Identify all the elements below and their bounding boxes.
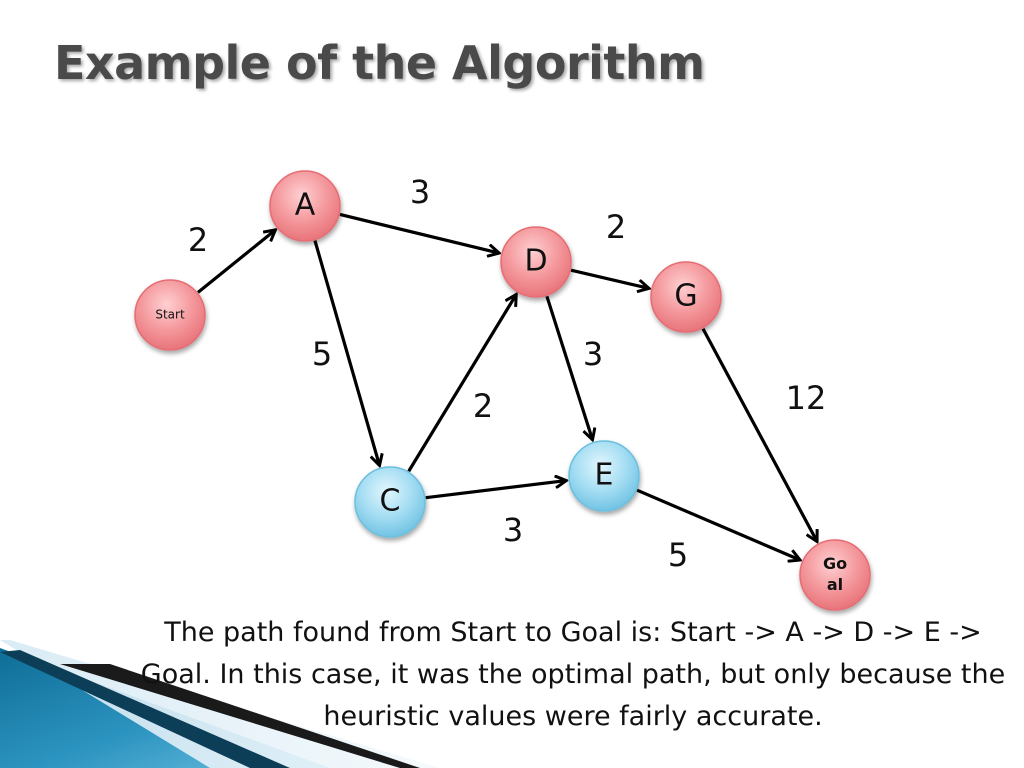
node-c: C	[354, 466, 426, 538]
edge-weight-start-a: 2	[188, 221, 208, 259]
graph-edges	[197, 212, 817, 560]
node-label: Go al	[823, 554, 847, 594]
decorative-corner-swoosh	[0, 640, 440, 768]
edge-a-to-d	[339, 212, 499, 253]
node-label: A	[295, 188, 316, 223]
node-label-line: al	[827, 575, 843, 594]
node-label-line: Go	[823, 554, 847, 573]
node-circle	[134, 279, 206, 351]
slide-title: Example of the Algorithm	[54, 36, 705, 90]
node-circle	[568, 440, 640, 512]
edge-c-to-e	[425, 481, 567, 500]
node-label: C	[380, 484, 401, 519]
node-circle	[799, 539, 871, 611]
node-circle	[650, 261, 722, 333]
edge-d-to-g	[570, 268, 649, 288]
node-label: E	[595, 458, 614, 493]
node-a: A	[269, 170, 341, 242]
edge-weight-e-goal: 5	[668, 536, 688, 574]
node-goal: Go al	[799, 539, 871, 611]
edge-c-to-d	[407, 294, 517, 473]
edge-weight-c-d: 2	[473, 387, 493, 425]
edge-weight-a-d: 3	[410, 173, 430, 211]
node-label: G	[674, 279, 697, 314]
edge-weight-a-c: 5	[312, 335, 332, 373]
slide-caption: The path found from Start to Goal is: St…	[140, 617, 1006, 732]
node-label: Start	[155, 308, 185, 322]
node-circle	[500, 226, 572, 298]
edge-g-to-goal	[701, 327, 817, 542]
edge-a-to-c	[313, 240, 380, 466]
node-start: Start	[134, 279, 206, 351]
edge-weight-d-g: 2	[606, 208, 626, 246]
edge-start-to-a	[197, 230, 275, 294]
edge-weight-d-e: 3	[583, 335, 603, 373]
edge-weight-c-e: 3	[503, 511, 523, 549]
node-e: E	[568, 440, 640, 512]
edge-weight-labels: 2 3 5 2 3 2 3 12 5	[188, 173, 827, 574]
node-label: D	[524, 244, 547, 279]
edge-d-to-e	[545, 295, 593, 439]
node-circle	[269, 170, 341, 242]
node-d: D	[500, 226, 572, 298]
node-g: G	[650, 261, 722, 333]
graph-nodes: Start A D G C E Go al	[134, 170, 871, 611]
edge-weight-g-goal: 12	[786, 379, 827, 417]
edge-e-to-goal	[636, 488, 800, 560]
node-circle	[354, 466, 426, 538]
